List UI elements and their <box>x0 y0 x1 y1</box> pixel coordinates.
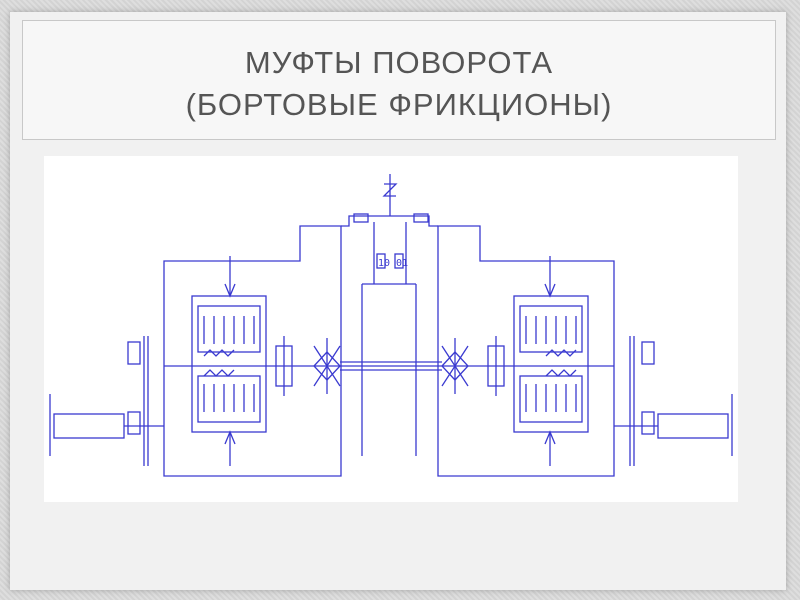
left-bevel-gear <box>313 338 341 394</box>
kinematic-scheme: 10 01 <box>49 174 733 477</box>
top-shaft-housing <box>341 215 438 227</box>
schematic-diagram: 10 01 <box>44 156 738 502</box>
left-clutch-pack <box>191 256 267 466</box>
left-brake-assembly <box>127 336 293 466</box>
slide-title: МУФТЫ ПОВОРОТА (БОРТОВЫЕ ФРИКЦИОНЫ) <box>22 42 776 126</box>
title-line-1: МУФТЫ ПОВОРОТА <box>244 45 554 80</box>
right-bevel-gear <box>441 338 469 394</box>
right-output-shaft <box>614 394 733 456</box>
center-gear-label: 10 01 <box>378 258 408 269</box>
right-brake-assembly <box>487 336 655 466</box>
housing-outline <box>163 225 342 477</box>
title-line-2: (БОРТОВЫЕ ФРИКЦИОНЫ) <box>185 87 613 122</box>
left-output-shaft <box>49 394 164 456</box>
right-clutch-pack <box>513 256 589 466</box>
title-box <box>22 20 776 140</box>
